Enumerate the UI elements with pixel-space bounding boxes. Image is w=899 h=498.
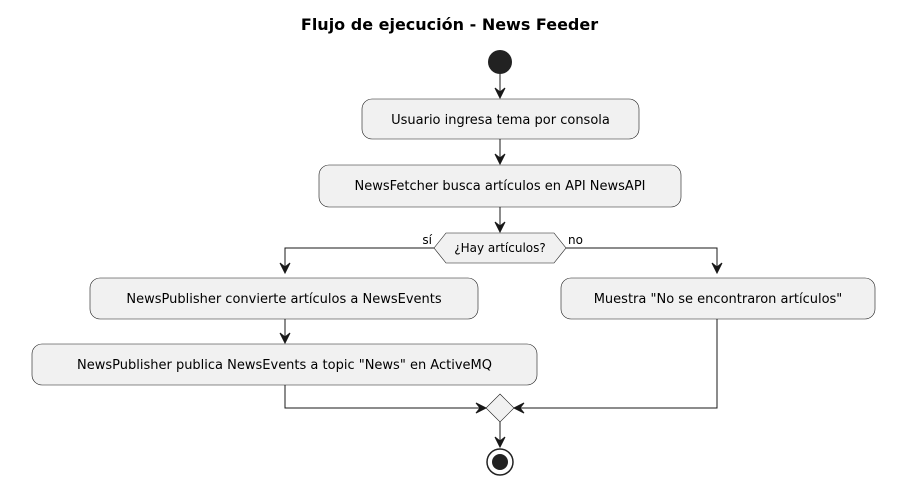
node-decision-label: ¿Hay artículos? — [454, 241, 546, 255]
branch-no-label: no — [568, 233, 583, 247]
node-decision: ¿Hay artículos? — [433, 232, 567, 264]
edge-input-to-fetch — [494, 139, 506, 166]
edge-publish-to-merge — [284, 385, 488, 414]
edge-convert-to-publish — [279, 319, 291, 345]
edge-decision-to-no-results — [566, 247, 723, 275]
edge-start-to-input — [494, 74, 506, 100]
edge-decision-to-convert — [279, 247, 434, 275]
node-convert-label: NewsPublisher convierte artículos a News… — [126, 292, 442, 307]
node-publish-label: NewsPublisher publica NewsEvents a topic… — [77, 358, 492, 373]
node-input: Usuario ingresa tema por consola — [361, 98, 640, 140]
end-node — [486, 448, 514, 476]
merge-node — [485, 393, 515, 423]
node-convert: NewsPublisher convierte artículos a News… — [89, 277, 479, 320]
node-publish: NewsPublisher publica NewsEvents a topic… — [31, 343, 538, 386]
edge-no-results-to-merge — [512, 319, 718, 414]
diagram-title: Flujo de ejecución - News Feeder — [301, 15, 598, 34]
edge-fetch-to-decision — [494, 207, 506, 234]
node-no-results: Muestra "No se encontraron artículos" — [560, 277, 876, 320]
node-fetch: NewsFetcher busca artículos en API NewsA… — [318, 164, 682, 208]
start-node — [488, 50, 512, 74]
node-no-results-label: Muestra "No se encontraron artículos" — [594, 292, 843, 307]
node-fetch-label: NewsFetcher busca artículos en API NewsA… — [354, 179, 645, 194]
branch-yes-label: sí — [422, 233, 432, 247]
node-input-label: Usuario ingresa tema por consola — [391, 113, 610, 128]
edge-merge-to-end — [494, 422, 506, 449]
